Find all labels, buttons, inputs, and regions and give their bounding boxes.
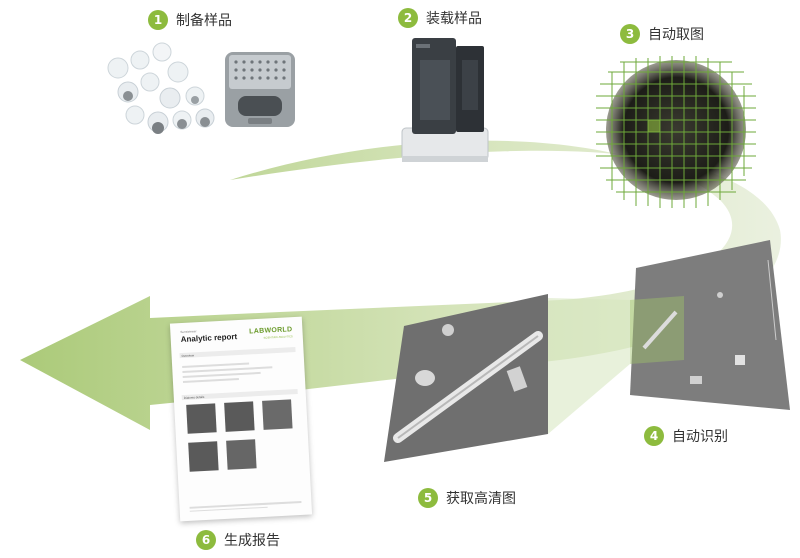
projection-beam [548, 298, 630, 434]
report-footer [189, 499, 302, 514]
step-6-text: 生成报告 [224, 533, 280, 549]
step-2-label: 2 装载样品 [398, 8, 482, 28]
step-3-badge: 3 [620, 24, 640, 44]
overview-label: Overview [181, 353, 195, 359]
step-3-text: 自动取图 [648, 27, 704, 43]
report-logo: LABWORLD [249, 326, 293, 336]
step-1-text: 制备样品 [176, 13, 232, 29]
step-2-badge: 2 [398, 8, 418, 28]
step-5-badge: 5 [418, 488, 438, 508]
step-2-text: 装载样品 [426, 11, 482, 27]
report-title: Analytic report [180, 332, 238, 345]
sample-cups-illustration [107, 42, 215, 134]
details-bar: Diatoms details [181, 389, 298, 401]
dish-grid-illustration [596, 56, 756, 208]
sample-holder-illustration [225, 52, 295, 127]
step-1-badge: 1 [148, 10, 168, 30]
step-1-label: 1 制备样品 [148, 10, 232, 30]
report-thumb-3 [262, 399, 293, 430]
step-3-label: 3 自动取图 [620, 24, 704, 44]
step-5-text: 获取高清图 [446, 491, 516, 507]
step-4-badge: 4 [644, 426, 664, 446]
report-thumb-2 [224, 401, 255, 432]
microscope-illustration [401, 38, 489, 162]
analytic-report: Sensiviewer Analytic report LABWORLD SCI… [169, 316, 313, 522]
report-logo-sub: SCIENTIFIC ANALYTICS [263, 335, 293, 340]
report-thumb-1 [186, 403, 217, 434]
step-6-badge: 6 [196, 530, 216, 550]
step-4-text: 自动识别 [672, 429, 728, 445]
report-thumb-5 [226, 439, 257, 470]
step-5-label: 5 获取高清图 [418, 488, 516, 508]
step-4-label: 4 自动识别 [644, 426, 728, 446]
overview-bar: Overview [179, 347, 296, 359]
details-label: Diatoms details [183, 394, 205, 400]
identification-image [630, 240, 790, 410]
step-6-label: 6 生成报告 [196, 530, 280, 550]
hd-image [384, 294, 548, 462]
overview-lines [182, 357, 295, 391]
report-thumb-4 [188, 441, 219, 472]
